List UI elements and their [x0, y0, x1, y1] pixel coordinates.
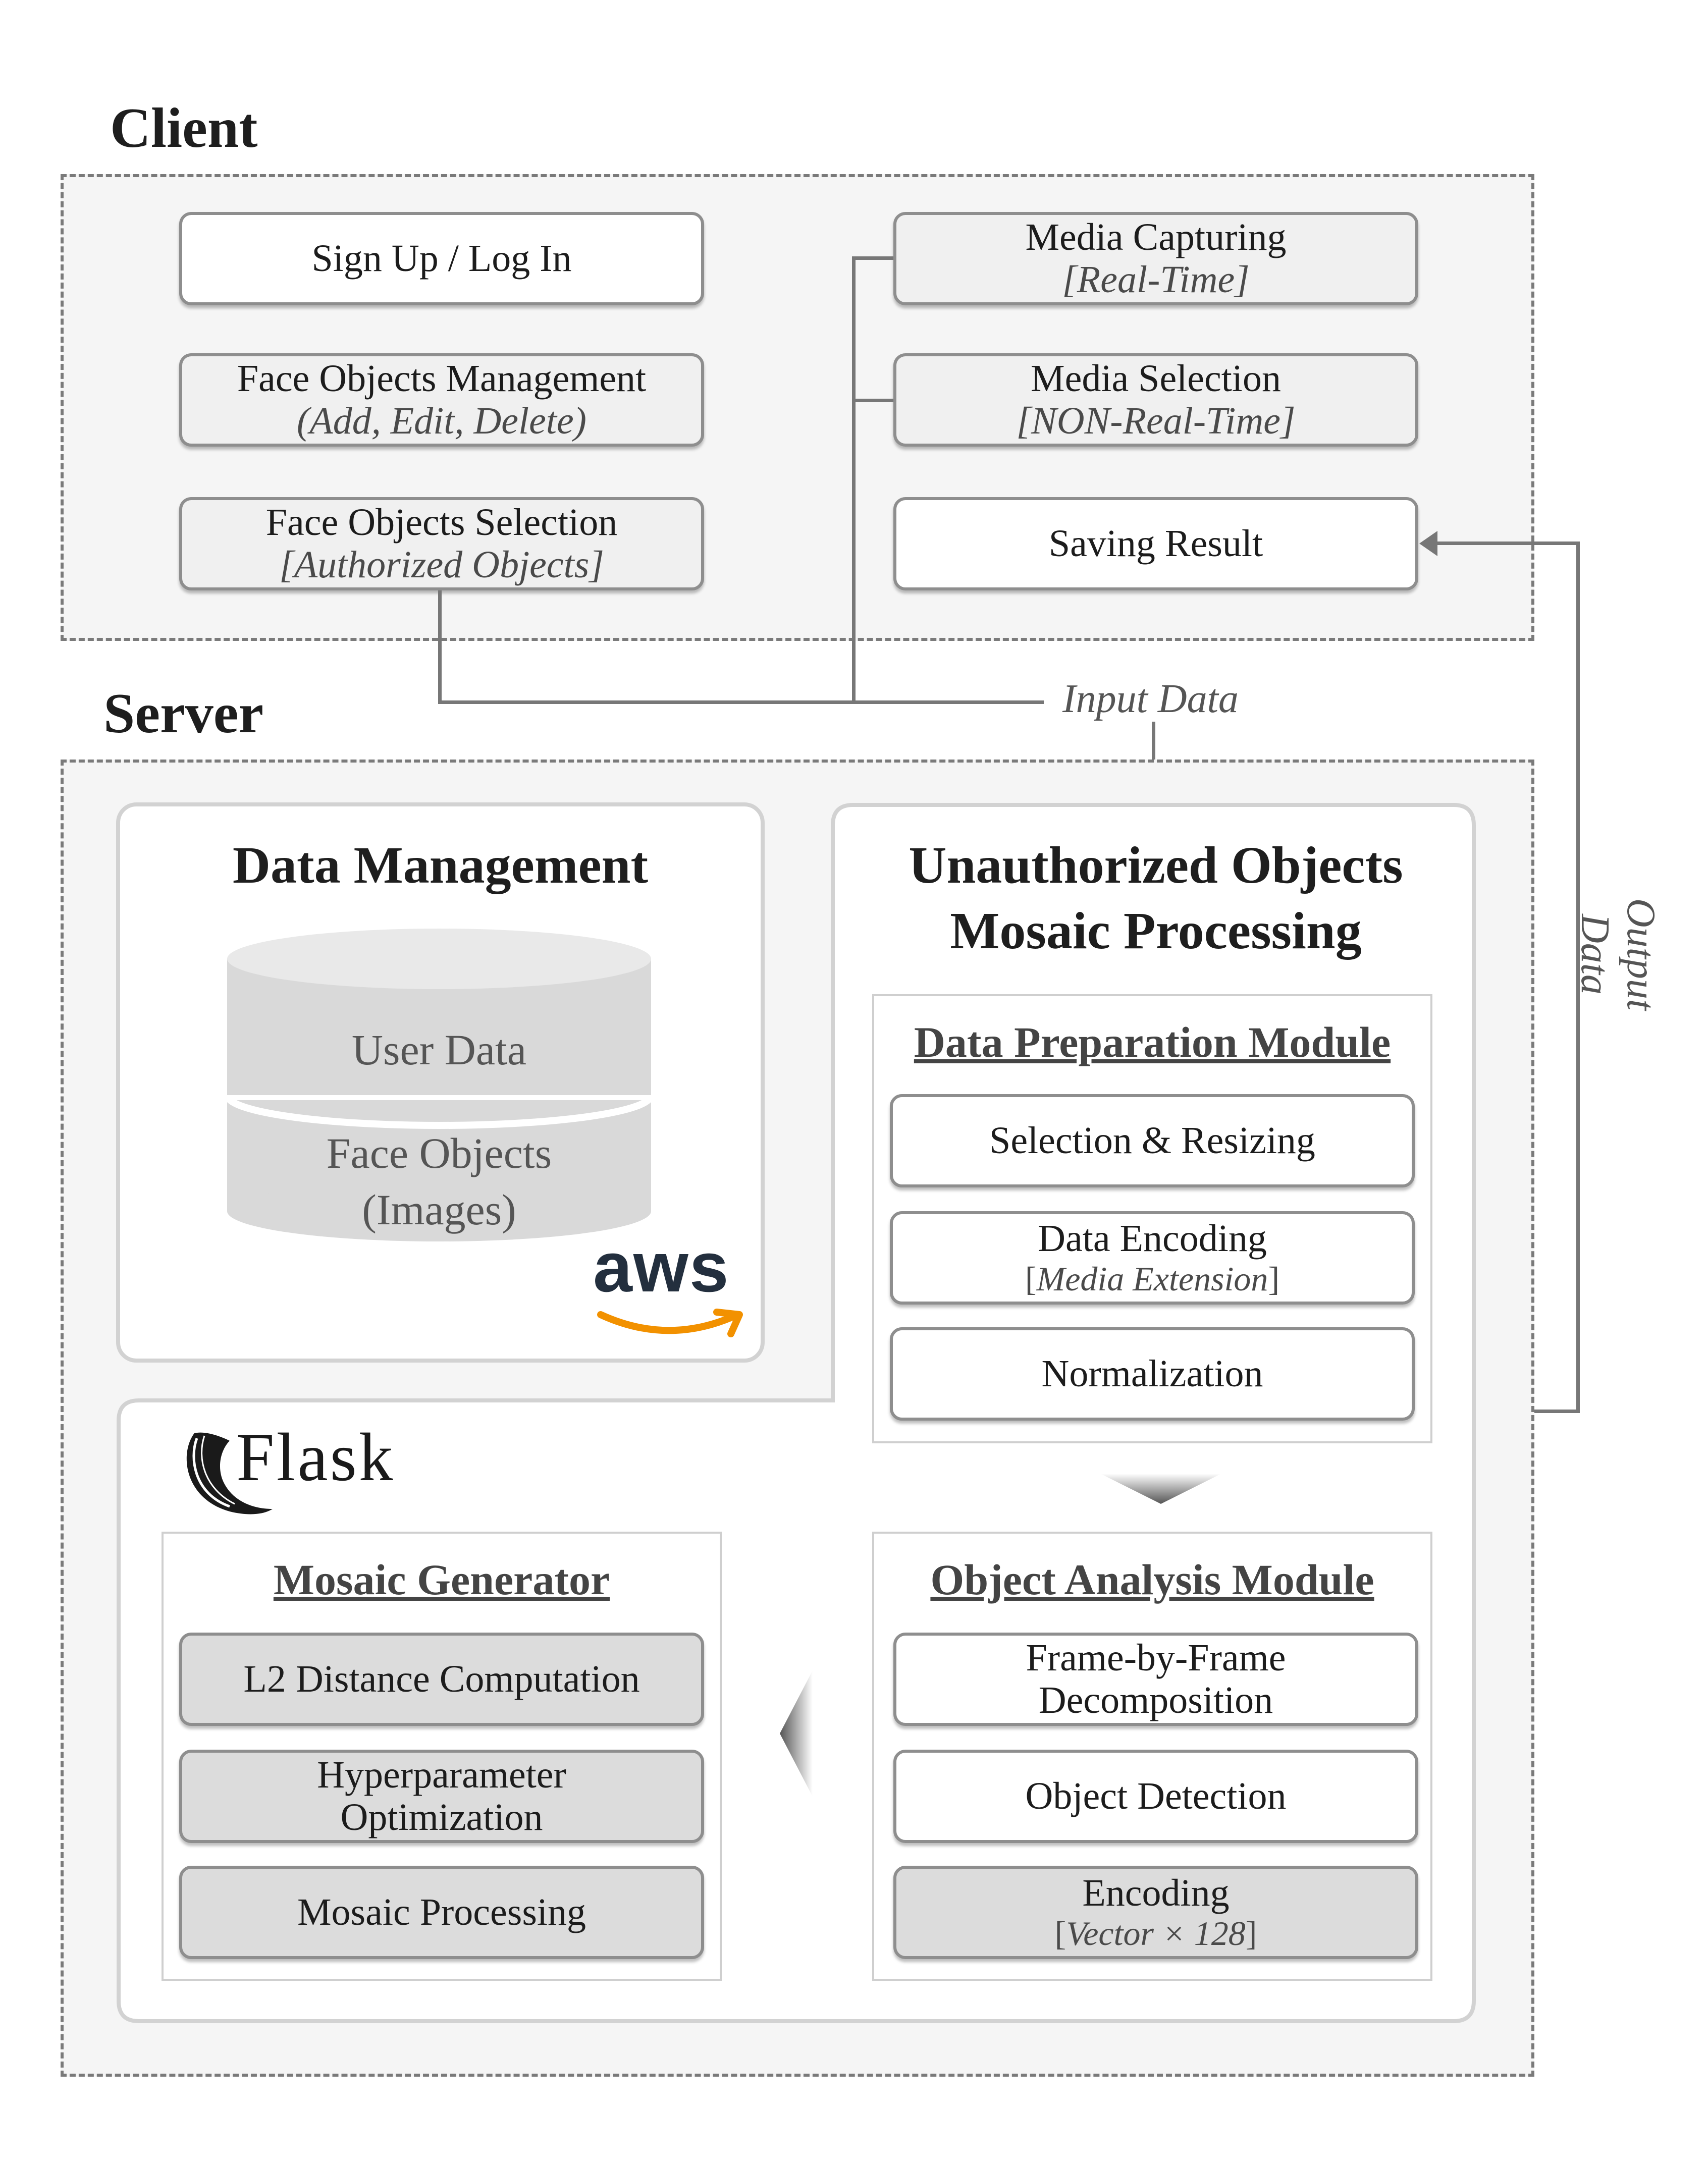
chevron-down-icon — [1100, 1474, 1221, 1504]
connector-output-vertical — [1576, 542, 1580, 1413]
data-encoding-label: Data Encoding — [1038, 1217, 1267, 1260]
normalization-box: Normalization — [890, 1327, 1415, 1421]
encoding-sub: [Vector × 128] — [1054, 1914, 1257, 1953]
face-selection-sub: [Authorized Objects] — [279, 543, 604, 586]
encoding-label: Encoding — [1082, 1872, 1230, 1915]
data-preparation-title: Data Preparation Module — [914, 1018, 1391, 1066]
aws-logo-text: aws — [593, 1227, 730, 1307]
flask-horn-icon — [186, 1432, 273, 1514]
flask-label: Flask — [236, 1420, 395, 1495]
media-selection-sub: [NON-Real-Time] — [1016, 399, 1296, 442]
saving-result-label: Saving Result — [1048, 522, 1263, 565]
hyperparameter-label: Hyperparameter Optimization — [317, 1753, 566, 1838]
object-detection-box: Object Detection — [893, 1750, 1418, 1843]
server-title: Server — [103, 682, 264, 745]
face-management-sub: (Add, Edit, Delete) — [296, 399, 586, 442]
encoding-box: Encoding [Vector × 128] — [893, 1866, 1418, 1959]
db-face-objects-label: Face Objects (Images) — [326, 1129, 552, 1234]
database-icon — [224, 929, 655, 1241]
face-selection-box: Face Objects Selection [Authorized Objec… — [179, 497, 704, 590]
face-management-box: Face Objects Management (Add, Edit, Dele… — [179, 353, 704, 447]
db-user-data-label: User Data — [351, 1025, 527, 1074]
frame-decomposition-label: Frame-by-Frame Decomposition — [1026, 1636, 1286, 1721]
media-capturing-label: Media Capturing — [1025, 215, 1287, 258]
data-encoding-box: Data Encoding [Media Extension] — [890, 1211, 1415, 1305]
mosaic-generator-title: Mosaic Generator — [273, 1555, 610, 1604]
selection-resizing-box: Selection & Resizing — [890, 1094, 1415, 1187]
mosaic-processing-label: Mosaic Processing — [297, 1890, 586, 1933]
uomp-title-line1: Unauthorized Objects — [909, 836, 1403, 894]
saving-result-box: Saving Result — [893, 497, 1418, 590]
sign-up-box: Sign Up / Log In — [179, 212, 704, 305]
connector-input-down — [1152, 722, 1155, 795]
media-capturing-box: Media Capturing [Real-Time] — [893, 212, 1418, 305]
data-management-title: Data Management — [232, 836, 649, 894]
connector-media-selection — [852, 399, 893, 402]
face-management-label: Face Objects Management — [237, 357, 647, 400]
client-title: Client — [110, 97, 258, 159]
media-selection-box: Media Selection [NON-Real-Time] — [893, 353, 1418, 447]
face-selection-label: Face Objects Selection — [265, 501, 618, 544]
output-arrowhead-icon — [1419, 531, 1437, 556]
connector-output-top — [1436, 542, 1580, 545]
data-encoding-sub: [Media Extension] — [1025, 1259, 1280, 1298]
object-detection-label: Object Detection — [1025, 1774, 1287, 1817]
object-analysis-title: Object Analysis Module — [930, 1555, 1374, 1604]
sign-up-label: Sign Up / Log In — [311, 237, 572, 280]
aws-smile-icon — [597, 1309, 743, 1337]
input-data-label: Input Data — [1062, 677, 1239, 721]
chevron-left-icon — [780, 1670, 813, 1797]
uomp-title-line2: Mosaic Processing — [950, 902, 1362, 960]
connector-input-horizontal — [438, 700, 1044, 704]
media-selection-label: Media Selection — [1031, 357, 1281, 400]
connector-media-vertical — [852, 256, 856, 704]
connector-media-capturing — [852, 256, 893, 260]
frame-decomposition-box: Frame-by-Frame Decomposition — [893, 1633, 1418, 1726]
connector-face-selection-down — [438, 590, 442, 704]
l2-distance-label: L2 Distance Computation — [243, 1657, 640, 1700]
media-capturing-sub: [Real-Time] — [1062, 258, 1250, 301]
hyperparameter-box: Hyperparameter Optimization — [179, 1750, 704, 1843]
normalization-label: Normalization — [1041, 1352, 1263, 1395]
output-data-label: Output Data — [1573, 898, 1663, 1011]
selection-resizing-label: Selection & Resizing — [989, 1119, 1315, 1162]
l2-distance-box: L2 Distance Computation — [179, 1633, 704, 1726]
mosaic-processing-box: Mosaic Processing — [179, 1866, 704, 1959]
